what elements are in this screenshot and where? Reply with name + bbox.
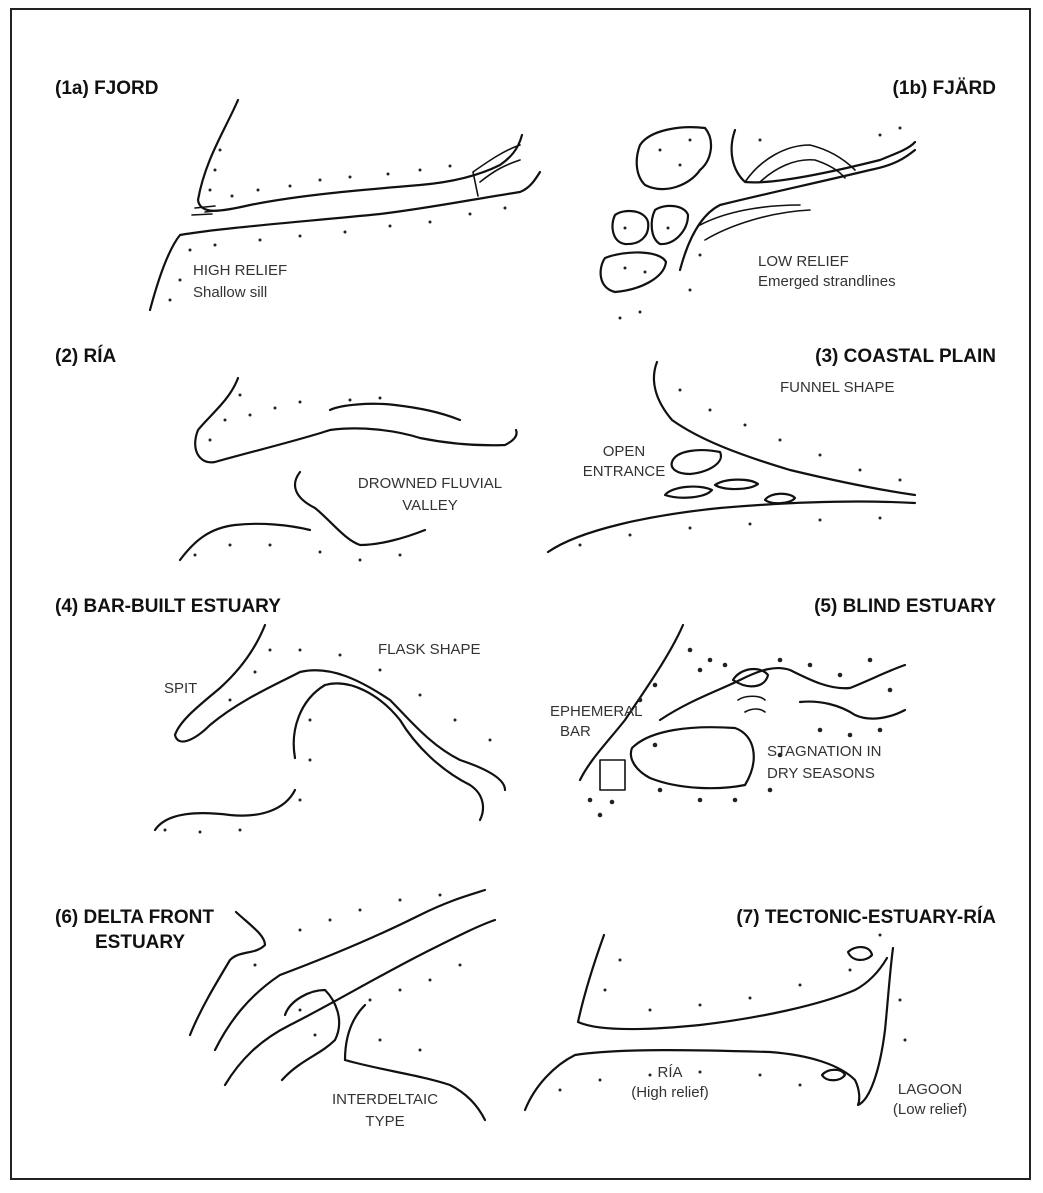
fjard-title: (1b) FJÄRD bbox=[893, 78, 996, 100]
delta-front-sketch bbox=[190, 890, 495, 1120]
blind-label-dry-seasons: DRY SEASONS bbox=[767, 764, 875, 784]
delta-label-interdeltaic: INTERDELTAIC bbox=[300, 1090, 470, 1110]
ria-label-drowned-fluvial: DROWNED FLUVIAL bbox=[330, 474, 530, 494]
fjard-label-emerged-strandlines: Emerged strandlines bbox=[758, 272, 896, 292]
coastal-label-entrance: ENTRANCE bbox=[574, 462, 674, 482]
blind-estuary-title: (5) BLIND ESTUARY bbox=[814, 596, 996, 618]
bar-built-title: (4) BAR-BUILT ESTUARY bbox=[55, 596, 281, 618]
bar-built-dots bbox=[164, 649, 492, 834]
fjord-title: (1a) FJORD bbox=[55, 78, 158, 100]
tectonic-label-high-relief: (High relief) bbox=[610, 1083, 730, 1103]
ria-label-valley: VALLEY bbox=[330, 496, 530, 516]
coastal-label-funnel-shape: FUNNEL SHAPE bbox=[780, 378, 894, 398]
ria-sketch bbox=[180, 378, 517, 562]
bar-built-label-flask-shape: FLASK SHAPE bbox=[378, 640, 481, 660]
delta-label-type: TYPE bbox=[300, 1112, 470, 1132]
fjard-label-low-relief: LOW RELIEF bbox=[758, 252, 849, 272]
coastal-plain-title: (3) COASTAL PLAIN bbox=[815, 346, 996, 368]
blind-label-ephemeral: EPHEMERAL bbox=[550, 702, 643, 722]
tectonic-label-ria: RÍA bbox=[610, 1063, 730, 1083]
ria-title: (2) RÍA bbox=[55, 346, 116, 368]
tectonic-label-low-relief: (Low relief) bbox=[870, 1100, 990, 1120]
tectonic-title: (7) TECTONIC-ESTUARY-RÍA bbox=[736, 907, 996, 929]
tectonic-label-lagoon: LAGOON bbox=[870, 1080, 990, 1100]
delta-front-title-line1: (6) DELTA FRONT bbox=[55, 907, 214, 929]
bar-built-label-spit: SPIT bbox=[164, 679, 197, 699]
blind-label-stagnation: STAGNATION IN bbox=[767, 742, 881, 762]
coastal-label-open: OPEN bbox=[574, 442, 674, 462]
fjord-label-shallow-sill: Shallow sill bbox=[193, 283, 267, 303]
blind-label-bar: BAR bbox=[560, 722, 591, 742]
fjord-label-high-relief: HIGH RELIEF bbox=[193, 261, 287, 281]
delta-front-title-line2: ESTUARY bbox=[95, 932, 185, 954]
